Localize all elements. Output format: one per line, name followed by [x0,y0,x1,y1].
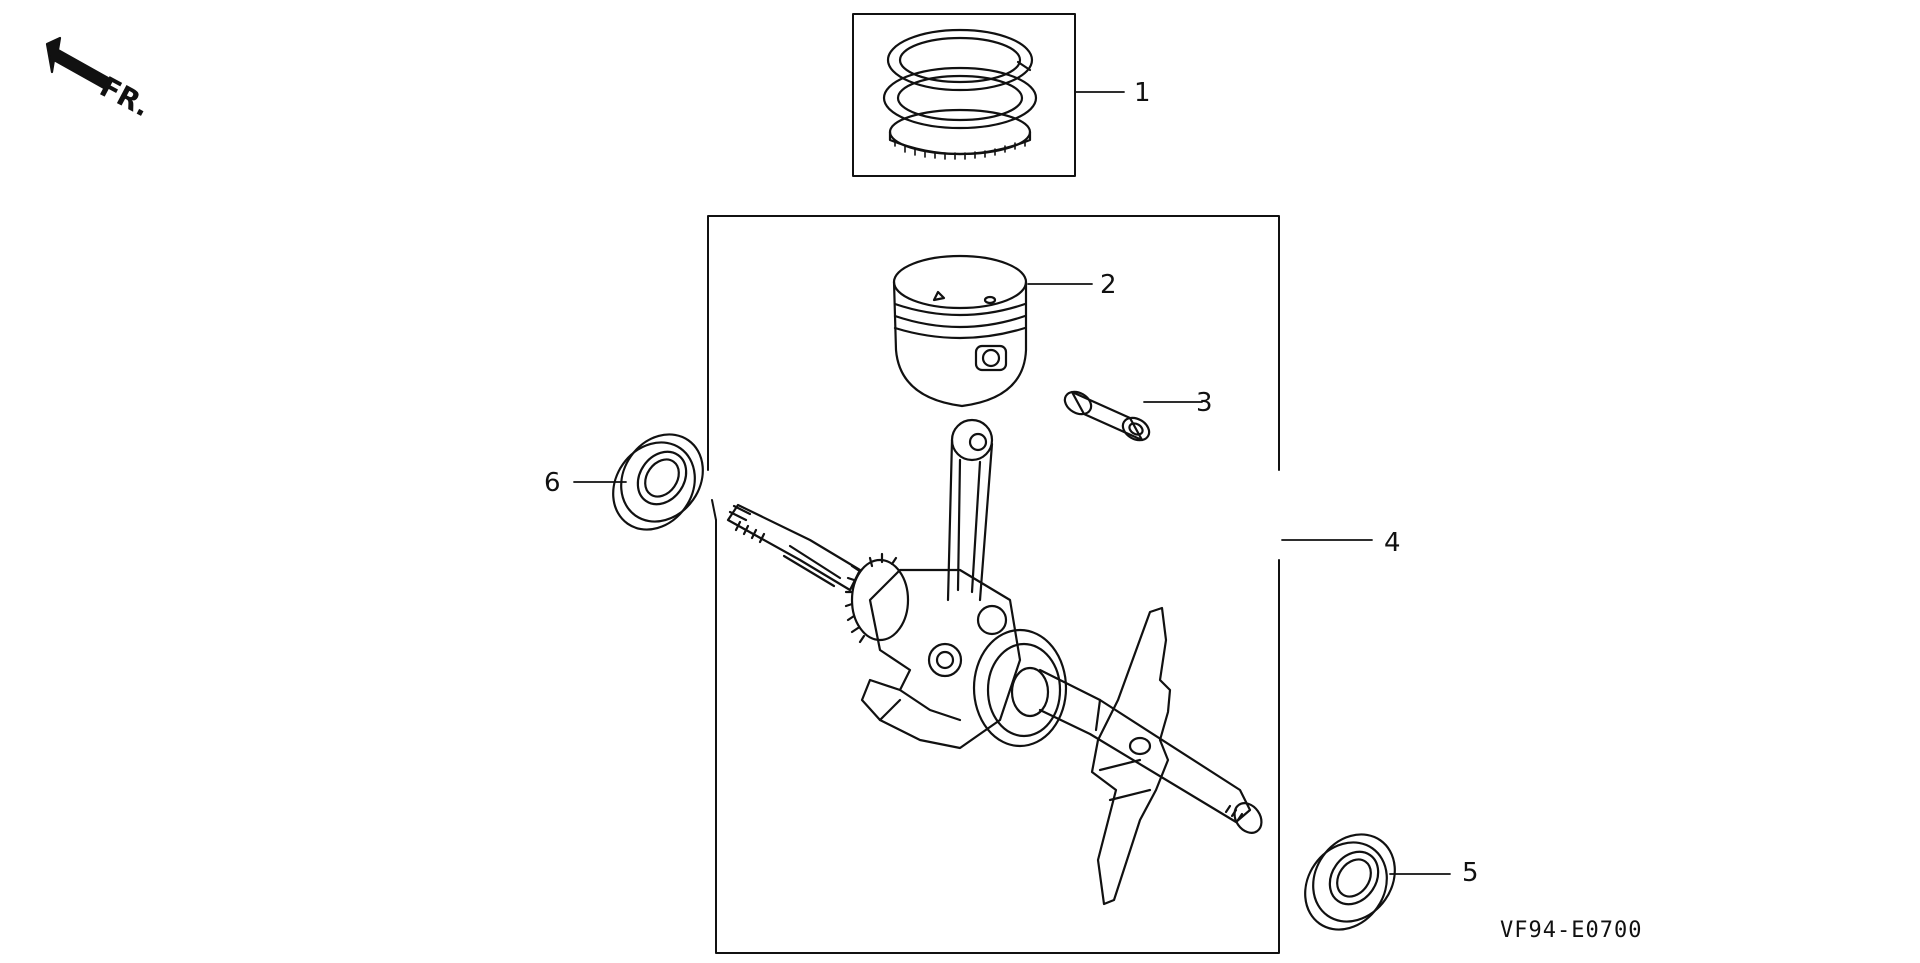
piston-pin [1063,390,1151,442]
callout-4: 4 [1384,528,1401,558]
oil-seal-left [612,433,704,531]
callout-5: 5 [1462,858,1479,888]
oil-seal-right [1304,833,1396,931]
leader-lines [573,91,1451,875]
callout-3: 3 [1196,388,1213,418]
arrow-front-icon [45,36,110,90]
callout-1: 1 [1134,78,1151,108]
piston-ring-set [882,28,1038,160]
callout-6: 6 [544,468,561,498]
crankshaft-assembly-box [707,215,1280,954]
piston [892,254,1028,408]
crankshaft [726,418,1263,906]
callout-2: 2 [1100,270,1117,300]
piston-ring-box [852,13,1076,177]
diagram-code: VF94-E0700 [1500,918,1643,943]
